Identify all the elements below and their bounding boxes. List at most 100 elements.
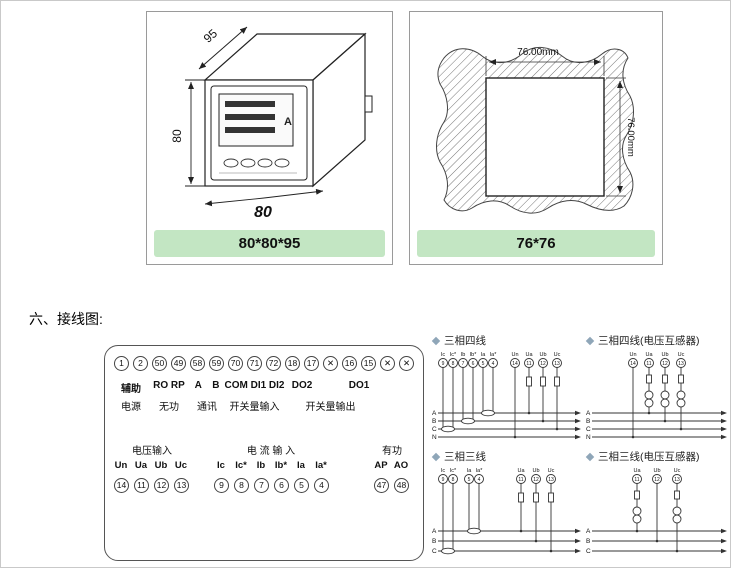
svg-text:A: A bbox=[586, 528, 591, 535]
svg-text:13: 13 bbox=[548, 477, 554, 483]
meter-display-letter: A bbox=[284, 116, 292, 128]
svg-text:Ua: Ua bbox=[525, 352, 533, 358]
cutout-size-badge: 76*76 bbox=[417, 230, 655, 257]
svg-text:Ic*: Ic* bbox=[450, 352, 457, 358]
section-label-voltage: 电压输入 bbox=[132, 446, 172, 457]
svg-text:A: A bbox=[432, 410, 437, 417]
terminal-circle: 48 bbox=[394, 478, 409, 493]
svg-text:7: 7 bbox=[462, 361, 465, 367]
svg-text:Ub: Ub bbox=[653, 468, 660, 474]
meter-display-segments bbox=[225, 101, 275, 133]
signal-label: AP bbox=[374, 460, 388, 471]
svg-text:A: A bbox=[432, 528, 437, 535]
section-label-active: 有功 bbox=[382, 446, 402, 457]
wiring-diagram-3p4w: 三相四线 bbox=[431, 335, 583, 452]
svg-text:4: 4 bbox=[492, 361, 495, 367]
svg-text:Ia*: Ia* bbox=[490, 352, 498, 358]
svg-text:Ia: Ia bbox=[467, 468, 473, 474]
terminal-circle: 15 bbox=[361, 356, 376, 371]
svg-text:Ua: Ua bbox=[633, 468, 641, 474]
svg-text:Ub: Ub bbox=[532, 468, 539, 474]
svg-text:C: C bbox=[586, 548, 591, 555]
meter-3d-drawing: A 95 80 bbox=[170, 26, 373, 221]
function-label-reactive: 无功 bbox=[159, 402, 179, 413]
svg-text:Ic: Ic bbox=[441, 352, 446, 358]
terminal-circles bbox=[628, 358, 686, 368]
svg-text:12: 12 bbox=[662, 361, 668, 367]
wiring-title-row: 三相三线(电压互感器) bbox=[585, 451, 730, 465]
svg-text:Un: Un bbox=[629, 352, 636, 358]
terminal-circle: 49 bbox=[171, 356, 186, 371]
terminal-circle: 2 bbox=[133, 356, 148, 371]
svg-text:Uc: Uc bbox=[554, 352, 561, 358]
cutout-width-label: 76.00mm bbox=[517, 47, 559, 58]
section-label-current: 电 流 输 入 bbox=[246, 446, 296, 457]
terminal-circles bbox=[632, 474, 682, 484]
dimension-line-cutout-height bbox=[606, 77, 626, 197]
wiring-diagram-title: 三相三线 bbox=[444, 451, 486, 463]
group-label-do1: DO1 bbox=[348, 380, 370, 391]
terminal-circle: 11 bbox=[134, 478, 149, 493]
svg-text:B: B bbox=[586, 418, 590, 425]
terminal-circle: 7 bbox=[254, 478, 269, 493]
section-heading: 六、接线图: bbox=[29, 311, 103, 327]
terminal-circle: 13 bbox=[174, 478, 189, 493]
group-label-aux: 辅助 bbox=[121, 384, 141, 395]
signal-label: Ic bbox=[217, 460, 225, 471]
wiring-conductors bbox=[632, 483, 682, 551]
cutout-hole bbox=[485, 77, 605, 197]
terminal-circle: 12 bbox=[154, 478, 169, 493]
terminal-circle: 8 bbox=[234, 478, 249, 493]
svg-text:Ua: Ua bbox=[517, 468, 525, 474]
terminal-circle: 50 bbox=[152, 356, 167, 371]
dimension-depth-label: 95 bbox=[201, 26, 221, 46]
svg-text:N: N bbox=[432, 434, 437, 441]
dimension-line-depth bbox=[198, 26, 248, 70]
svg-text:Ia*: Ia* bbox=[476, 468, 484, 474]
svg-text:Ua: Ua bbox=[645, 352, 653, 358]
svg-text:Uc: Uc bbox=[678, 352, 685, 358]
phase-arrows bbox=[575, 528, 581, 554]
terminal-circle: 6 bbox=[274, 478, 289, 493]
wiring-diagram-title: 三相三线(电压互感器) bbox=[598, 451, 700, 463]
wiring-title-row: 三相四线 bbox=[431, 335, 583, 349]
wiring-title-row: 三相四线(电压互感器) bbox=[585, 335, 730, 349]
svg-text:8: 8 bbox=[452, 477, 455, 483]
dimension-line-cutout-width bbox=[485, 56, 605, 76]
signal-label: Ia bbox=[297, 460, 305, 471]
svg-text:8: 8 bbox=[452, 361, 455, 367]
svg-text:9: 9 bbox=[442, 477, 445, 483]
phase-arrows bbox=[721, 528, 727, 554]
meter-size-badge: 80*80*95 bbox=[154, 230, 385, 257]
svg-text:Ib: Ib bbox=[461, 352, 466, 358]
svg-text:Ic*: Ic* bbox=[450, 468, 457, 474]
svg-text:12: 12 bbox=[654, 477, 660, 483]
svg-text:9: 9 bbox=[442, 361, 445, 367]
svg-text:14: 14 bbox=[630, 361, 636, 367]
cutout-drawing: 76.00mm 76.00mm bbox=[436, 47, 636, 214]
wiring-diagram-title: 三相四线 bbox=[444, 335, 486, 347]
terminal-circles bbox=[438, 474, 556, 484]
terminal-circle-unused: ✕ bbox=[399, 356, 414, 371]
svg-text:Uc: Uc bbox=[548, 468, 555, 474]
svg-text:B: B bbox=[432, 418, 436, 425]
dimension-line-width bbox=[204, 188, 324, 207]
svg-text:6: 6 bbox=[472, 361, 475, 367]
signal-label: Ub bbox=[154, 460, 168, 471]
svg-text:11: 11 bbox=[518, 477, 523, 483]
terminal-circle: 71 bbox=[247, 356, 262, 371]
terminal-circle: 14 bbox=[114, 478, 129, 493]
function-label-di: 开关量输入 bbox=[229, 402, 280, 413]
terminal-circle-unused: ✕ bbox=[380, 356, 395, 371]
terminal-block: 1 2 50 49 58 59 70 71 72 18 17 ✕ 16 15 ✕… bbox=[104, 345, 424, 561]
group-label-com-di: COM DI1 DI2 bbox=[224, 380, 285, 391]
wiring-title-row: 三相三线 bbox=[431, 451, 583, 465]
svg-text:5: 5 bbox=[468, 477, 471, 483]
meter-dimension-panel: A 95 80 bbox=[146, 11, 393, 265]
svg-text:B: B bbox=[586, 538, 590, 545]
signal-label: Ic* bbox=[235, 460, 247, 471]
